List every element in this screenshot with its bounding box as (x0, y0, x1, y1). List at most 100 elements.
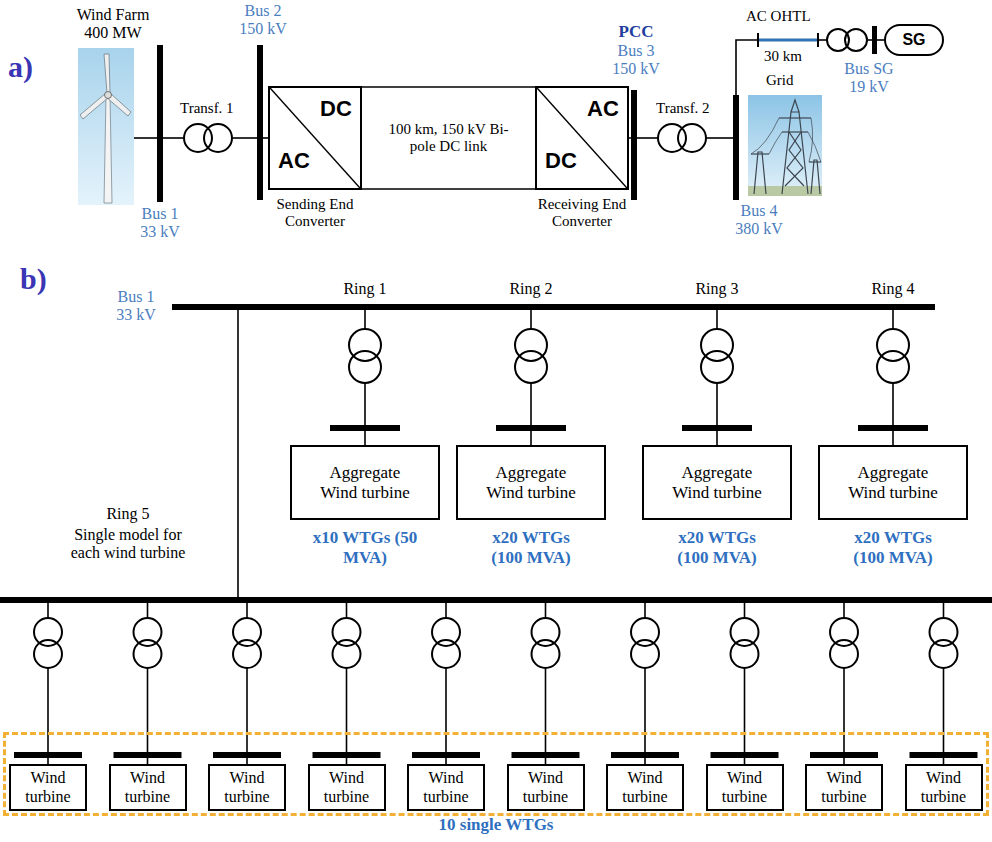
turbine-transformer (512, 603, 580, 764)
box-text: SG (902, 31, 925, 49)
grid-picture (785, 132, 803, 186)
turbine-transformer (333, 618, 361, 646)
busbar (0, 597, 992, 603)
turbine-transformer (114, 752, 182, 758)
ring-transformer (892, 383, 894, 425)
ring-transformer (858, 425, 928, 431)
turbine-transformer (412, 752, 480, 758)
turbine-transformer (233, 640, 261, 668)
turbine-transformer (346, 668, 348, 752)
ac-wire (706, 137, 733, 139)
ac-wire (629, 137, 631, 139)
turbine-transformer (830, 618, 858, 646)
turbine-transformer (346, 603, 348, 618)
turbine-transformer (810, 603, 878, 764)
wind-turbine-box: Wind turbine (109, 764, 187, 811)
plant-label: Wind Farm 400 MW (68, 6, 158, 43)
turbine-transformer (711, 603, 779, 764)
ring-label: Ring 1 (330, 280, 400, 298)
turbine-transformer (213, 752, 281, 758)
grid-picture (791, 100, 799, 112)
grid-picture (769, 132, 782, 154)
grid-picture (751, 153, 769, 154)
ring-label: Ring 2 (496, 280, 566, 298)
wind-turbine-box: Wind turbine (308, 764, 386, 811)
wind-turbine-box: Wind turbine (507, 764, 585, 811)
ring-transformer (716, 431, 718, 445)
turbine-transformer (644, 603, 646, 618)
ring-transformer (701, 351, 733, 383)
box-text: Wind turbine (14, 769, 82, 806)
turbine-transformer (545, 668, 547, 752)
wind-farm-picture (78, 48, 134, 205)
box-text: Wind turbine (810, 769, 878, 806)
ring-transformer (496, 425, 566, 431)
ac-wire (877, 39, 884, 41)
overhead-line (758, 39, 818, 42)
busbar (0, 304, 992, 603)
ring-label: Ring 5 (68, 505, 188, 523)
ring-transformer (530, 431, 532, 445)
transformer-label: Transf. 1 (180, 100, 242, 117)
transformer-symbol (678, 124, 706, 152)
turbine-transformer (445, 668, 447, 752)
converter-box: ACDCSending End Converter (268, 86, 362, 190)
wind-turbine-box: Wind turbine (905, 764, 983, 811)
wind-turbine-box: Wind turbine (805, 764, 883, 811)
ring-label: Ring 3 (682, 280, 752, 298)
aggregate-turbine-box: Aggregate Wind turbinex20 WTGs (100 MVA) (456, 445, 606, 520)
pcc-label: PCC (604, 22, 668, 42)
turbine-transformer (532, 618, 560, 646)
caption-text: x20 WTGs (100 MVA) (662, 528, 772, 567)
ring-transformer (716, 310, 718, 329)
turbine-transformer (134, 640, 162, 668)
turbine-transformer (213, 603, 281, 764)
wind-turbine-box: Wind turbine (706, 764, 784, 811)
wind-turbine-box: Wind turbine (208, 764, 286, 811)
busbar (157, 26, 877, 202)
turbine-transformer (313, 603, 381, 764)
dc-link-line (362, 86, 535, 88)
caption-text: 10 single WTGs (396, 815, 596, 835)
busbar (733, 95, 739, 200)
caption-text: Receiving End Converter (532, 196, 632, 231)
box-text: DC (320, 98, 352, 120)
turbine-transformer (631, 640, 659, 668)
ring-label: Ring 4 (858, 280, 928, 298)
length-label: 30 km (764, 48, 820, 65)
dc-link (362, 87, 535, 189)
bus-label: Bus 4 380 kV (730, 202, 788, 239)
turbine-transformer (943, 603, 945, 618)
ring-transformer (364, 383, 366, 425)
turbine-transformer (744, 668, 746, 752)
ac-wire (237, 310, 239, 597)
box-text: AC (587, 98, 619, 120)
caption-text: x20 WTGs (100 MVA) (838, 528, 948, 567)
turbine-transformer (930, 640, 958, 668)
grid-picture (748, 95, 822, 196)
wind-farm-picture (105, 92, 112, 99)
ring-transformer (858, 310, 928, 445)
turbine-transformer (631, 618, 659, 646)
box-text: Wind turbine (910, 769, 978, 806)
aggregate-turbine-box: Aggregate Wind turbinex10 WTGs (50 MVA) (290, 445, 440, 520)
turbine-transformer (910, 752, 978, 758)
ring-transformer (892, 431, 894, 445)
grid-picture (811, 160, 820, 194)
box-text: Aggregate Wind turbine (667, 463, 767, 502)
aggregate-turbine-box: Aggregate Wind turbinex20 WTGs (100 MVA) (642, 445, 792, 520)
grid-label: Grid (766, 72, 810, 89)
box-text: Wind turbine (512, 769, 580, 806)
turbine-transformer (134, 618, 162, 646)
turbine-transformer (830, 640, 858, 668)
busbar (872, 26, 877, 54)
turbine-transformer (14, 752, 82, 758)
turbine-transformer (313, 752, 381, 758)
ring-transformer (330, 310, 400, 445)
box-text: Wind turbine (611, 769, 679, 806)
turbine-transformer (333, 640, 361, 668)
turbine-transformer (147, 603, 149, 618)
box-text: Wind turbine (114, 769, 182, 806)
turbine-group: 10 single WTGsWind turbineWind turbineWi… (3, 732, 989, 816)
panel-letter: a) (8, 50, 52, 85)
